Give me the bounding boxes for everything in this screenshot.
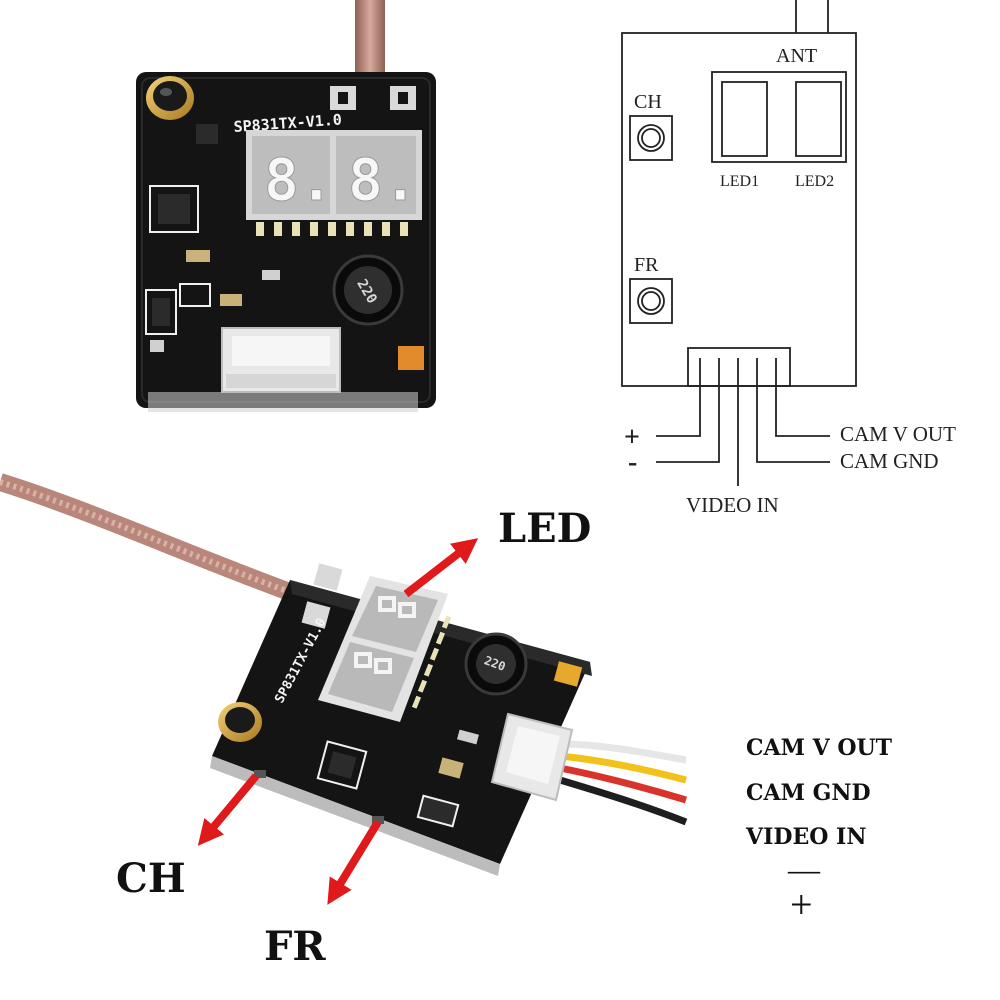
arrow-led (403, 538, 479, 598)
seven-segment-display-bottom (318, 576, 452, 722)
wire-legend: CAM V OUT CAM GND VIDEO IN — + (745, 735, 893, 927)
wire-plus (656, 386, 701, 437)
callout-led: LED (498, 505, 591, 552)
seg-digit-left: 8. (264, 146, 334, 214)
schematic-connector (687, 347, 791, 387)
connector-top (221, 327, 341, 393)
arrow-ch (197, 773, 260, 846)
capacitor-top (398, 346, 424, 370)
ic-chip-top (149, 185, 199, 233)
callout-labels: LED CH FR (116, 505, 591, 970)
inductor-bottom-label: 220 (482, 653, 507, 674)
smd-components-bottom (438, 757, 464, 779)
connector-bottom (490, 712, 574, 802)
label-fr: FR (634, 254, 659, 276)
wire-cam-gnd (756, 386, 830, 463)
output-wires (558, 740, 688, 826)
fr-switch-stub (372, 816, 384, 824)
callout-fr: FR (264, 923, 326, 970)
push-button-top (146, 76, 194, 120)
smd-components-top (186, 250, 210, 262)
schematic-led2 (795, 81, 842, 157)
schematic-ch-button (629, 115, 673, 161)
push-button-bottom (218, 702, 262, 742)
label-minus: - (628, 447, 637, 478)
board-bottom-photo: SP831TX-V1.0 220 (0, 473, 688, 876)
ch-switch-stub (254, 770, 266, 778)
label-ch: CH (634, 91, 662, 113)
label-led2: LED2 (795, 173, 834, 190)
label-ant: ANT (776, 45, 817, 67)
schematic-labels: ANT CH FR LED1 LED2 + - CAM V OUT CAM GN… (624, 45, 956, 517)
ic-chip-bottom (316, 740, 368, 790)
label-video-in: VIDEO IN (686, 493, 779, 517)
label-plus: + (624, 422, 640, 453)
schematic-fr-button (629, 278, 673, 324)
legend-cam-v-out: CAM V OUT (746, 735, 893, 761)
label-cam-v-out: CAM V OUT (840, 422, 956, 446)
schematic-led-block (711, 71, 847, 163)
inductor-top: 220 (332, 254, 404, 326)
callout-arrows (197, 538, 479, 905)
pad-bottom-b (301, 601, 331, 629)
legend-minus: — (787, 851, 821, 887)
board-top-photo: SP831TX-V1.0 8. 8. (136, 0, 436, 412)
pad-bottom-a (313, 563, 343, 591)
callout-ch: CH (116, 855, 186, 902)
wiring-schematic (621, 0, 857, 486)
seven-segment-display-top: 8. 8. (246, 130, 422, 236)
label-cam-gnd: CAM GND (840, 449, 939, 473)
inductor-bottom: 220 (464, 632, 528, 696)
capacitor-bottom (553, 661, 583, 687)
wire-minus (656, 386, 720, 463)
legend-video-in: VIDEO IN (745, 824, 866, 850)
schematic-board-outline (621, 32, 857, 387)
legend-cam-gnd: CAM GND (746, 780, 871, 806)
legend-plus: + (790, 882, 813, 927)
label-led1: LED1 (720, 173, 759, 190)
schematic-led1 (721, 81, 768, 157)
arrow-fr (327, 819, 382, 905)
seg-digit-right: 8. (348, 146, 418, 214)
wire-cam-v-out (775, 386, 830, 437)
